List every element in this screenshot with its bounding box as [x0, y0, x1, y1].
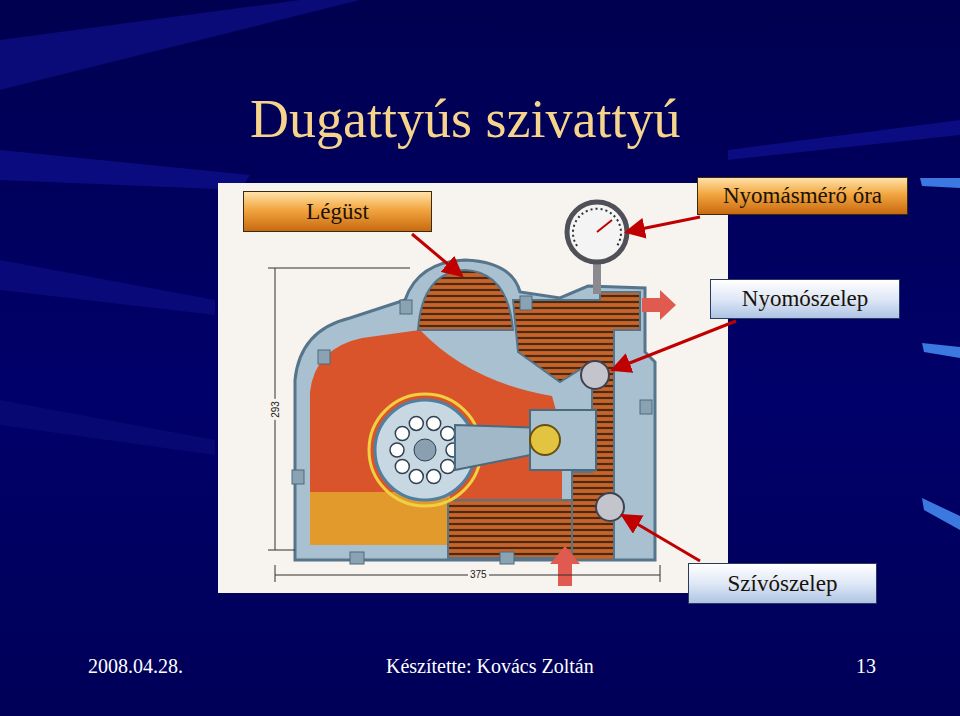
pressure-gauge [567, 202, 627, 262]
streak [728, 120, 960, 160]
callout-box: Nyomásmérő óra [697, 177, 908, 215]
housing-bolts [292, 296, 652, 564]
leader-line [412, 234, 462, 276]
outflow-arrow [642, 290, 676, 320]
streak [0, 260, 215, 315]
air-vessel [418, 270, 513, 330]
footer-author: Készítette: Kovács Zoltán [386, 655, 594, 678]
slide-title: Dugattyús szivattyú [250, 88, 680, 150]
roller-bearing [390, 416, 460, 483]
gauge-scale [573, 209, 621, 246]
dimension-lines [268, 268, 660, 582]
leader-arrows [412, 217, 736, 561]
slide-number: 13 [856, 655, 876, 678]
streak [922, 343, 960, 358]
callout-box: Légüst [243, 191, 432, 232]
footer-date: 2008.04.28. [88, 655, 183, 678]
discharge-valve [581, 361, 609, 389]
streak [922, 498, 960, 530]
inflow-arrow [550, 546, 580, 586]
callout-label: Légüst [306, 199, 369, 225]
piston-pin [530, 425, 560, 455]
crank-shaft [414, 439, 436, 461]
suction-chamber [448, 500, 572, 558]
dimension-label: 293 [270, 399, 281, 420]
pump-cutaway [292, 202, 676, 586]
pump-housing [295, 260, 655, 560]
piston [530, 410, 596, 470]
callout-box: Szívószelep [688, 563, 877, 604]
gauge-needle [597, 220, 612, 232]
dimension-label: 375 [468, 569, 489, 580]
picture-panel [218, 183, 728, 593]
callout-label: Szívószelep [728, 571, 838, 597]
streak [0, 400, 215, 455]
suction-valve [596, 493, 624, 521]
streak [0, 0, 360, 90]
streak [0, 150, 250, 190]
callout-label: Nyomószelep [742, 286, 868, 312]
callout-label: Nyomásmérő óra [723, 183, 882, 209]
callout-box: Nyomószelep [710, 279, 900, 319]
leader-line [626, 217, 700, 232]
leader-line [622, 515, 700, 561]
streak [920, 178, 960, 188]
leader-line [612, 321, 736, 370]
